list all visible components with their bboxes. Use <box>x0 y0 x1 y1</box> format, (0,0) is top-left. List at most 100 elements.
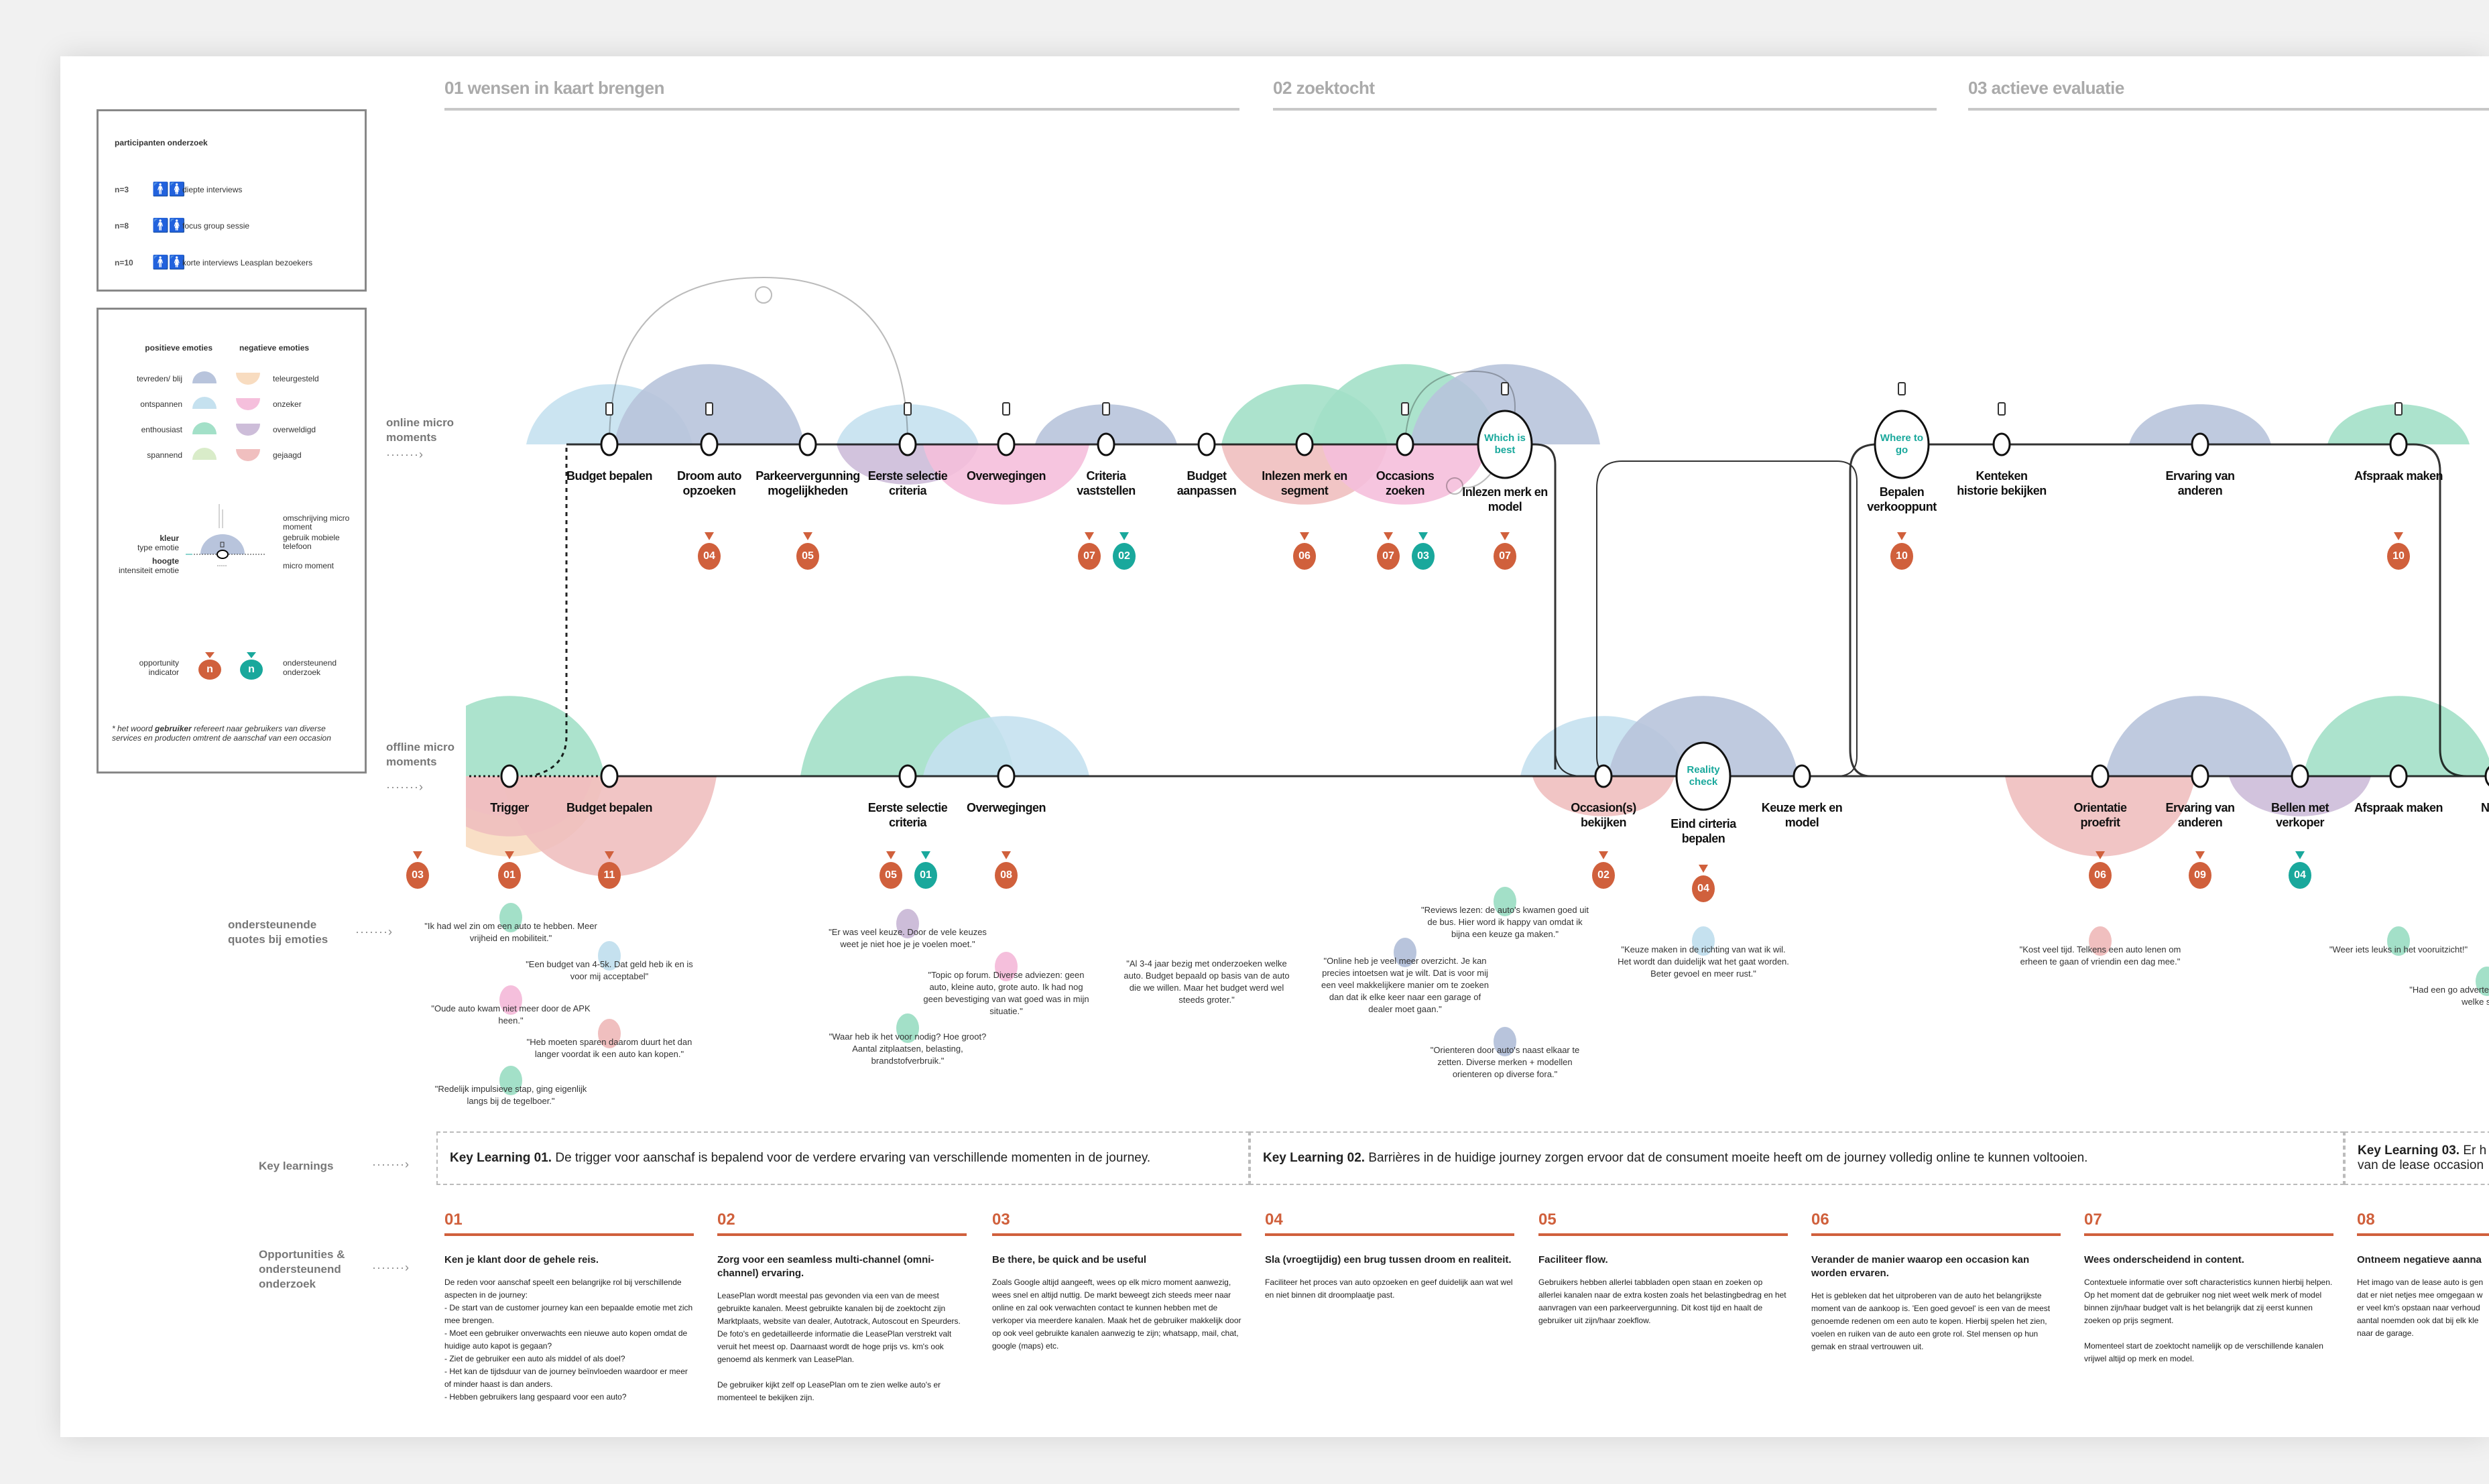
emotion-dot-tevreden <box>1394 938 1416 967</box>
mobile-phone-icon <box>2394 402 2403 416</box>
emotion-label-positive: tevreden/ blij <box>136 374 182 383</box>
opportunity-triangle-icon <box>1699 865 1708 873</box>
research-triangle-icon <box>247 652 256 658</box>
micro-moment-label: Afspraak maken <box>2354 469 2443 483</box>
opportunity-title: Zorg voor een seamless multi-channel (om… <box>717 1254 934 1279</box>
emotion-dot-onzeker <box>995 952 1018 981</box>
opportunity-triangle-icon <box>1300 532 1309 540</box>
mobile-phone-icon <box>1898 382 1906 395</box>
participant-type: diepte interviews <box>182 185 243 194</box>
micro-moment-node[interactable] <box>1097 432 1115 456</box>
micro-moment-node[interactable] <box>2484 765 2489 787</box>
opportunity-triangle-icon <box>803 532 812 540</box>
micro-moment-nodes <box>500 382 2489 811</box>
micro-moment-node[interactable] <box>500 764 519 788</box>
footnote: * het woord gebruiker refereert naar geb… <box>112 724 353 743</box>
participant-type: focus group sessie <box>182 221 250 231</box>
quote: "Heb moeten sparen daarom duurt het dan … <box>526 1037 692 1059</box>
research-indicator-icon: n <box>240 660 263 680</box>
emotion-hump-enthousiast <box>2303 696 2489 776</box>
micro-moment-node[interactable] <box>700 432 719 456</box>
opportunity-number: 06 <box>1811 1211 1829 1229</box>
emotion-swatch-ontspannen <box>192 397 217 409</box>
research-triangle-icon <box>1418 532 1428 540</box>
opportunity-triangle-icon <box>2394 532 2403 540</box>
micro-moment-label: micro moment <box>283 561 335 570</box>
emotion-dot-enthousiast <box>2476 967 2489 996</box>
micro-moment-node[interactable] <box>2191 764 2209 788</box>
micro-moment-node[interactable] <box>600 432 619 456</box>
emotion-hump-tevreden <box>1035 404 1177 444</box>
milestone-node[interactable] <box>1477 410 1533 479</box>
key-learning-title: Key Learning 02. <box>1263 1151 1365 1165</box>
micro-moment-node[interactable] <box>2389 432 2408 456</box>
negative-emotions-title: negatieve emoties <box>239 343 310 353</box>
quote: "Waar heb ik het voor nodig? Hoe groot? … <box>829 1032 987 1066</box>
offline-row-label: offline micro moments <box>386 741 455 768</box>
opportunity-body: Gebruikers hebben allerlei tabbladen ope… <box>1538 1278 1786 1325</box>
participants-title: participanten onderzoek <box>115 138 208 147</box>
opportunity-indicator: 09 <box>2189 862 2211 889</box>
opportunity-body: Het is gebleken dat het uitproberen van … <box>1811 1291 2051 1351</box>
emotion-dot-ontspannen <box>598 941 621 971</box>
emotion-hump-onzeker <box>923 444 1089 505</box>
mobile-label: gebruik mobiele telefoon <box>283 533 340 551</box>
emotion-label-positive: spannend <box>147 450 182 460</box>
quote: "Al 3-4 jaar bezig met onderzoeken welke… <box>1124 959 1290 1005</box>
emotion-swatch-enthousiast <box>192 422 217 434</box>
research-indicator: 02 <box>1113 543 1136 570</box>
micro-moment-node[interactable] <box>2291 764 2309 788</box>
opportunity-triangle-icon <box>705 532 714 540</box>
micro-moment-node[interactable] <box>600 764 619 788</box>
micro-moment-node[interactable] <box>2389 764 2408 788</box>
key-learning-text: De trigger voor aanschaf is bepalend voo… <box>552 1151 1151 1165</box>
opportunity-divider <box>992 1233 1241 1236</box>
quote: "Weer iets leuks in het vooruitzicht!" <box>2329 944 2468 954</box>
micro-moment-label: Droom auto opzoeken <box>677 469 742 497</box>
positive-emotions-title: positieve emoties <box>145 343 213 353</box>
emotion-dot-enthousiast <box>499 903 522 932</box>
opportunity-number: 08 <box>2357 1211 2375 1229</box>
micro-moment-label: Criteria vaststellen <box>1077 469 1136 497</box>
online-row-label: online micro moments <box>386 416 454 444</box>
micro-moment-node[interactable] <box>898 432 917 456</box>
hoogte-sub: intensiteit emotie <box>118 566 179 575</box>
micro-moment-node[interactable] <box>1197 432 1216 456</box>
opportunity-triangle-icon <box>605 851 614 859</box>
opportunity-body: Faciliteer het proces van auto opzoeken … <box>1265 1278 1513 1300</box>
micro-moment-node[interactable] <box>1594 764 1613 788</box>
micro-moment-label: Occasion(s) bekijken <box>1571 801 1636 829</box>
micro-moment-node[interactable] <box>997 432 1016 456</box>
micro-moment-label: Inlezen merk en model <box>1462 485 1548 513</box>
micro-moment-node[interactable] <box>2091 764 2110 788</box>
opportunity-number: 05 <box>1538 1211 1557 1229</box>
research-indicator: 01 <box>914 862 937 889</box>
micro-moment-node[interactable] <box>1396 432 1414 456</box>
micro-moment-node[interactable] <box>898 764 917 788</box>
emotion-hump-enthousiast <box>2327 404 2470 444</box>
micro-moment-node[interactable] <box>1793 764 1811 788</box>
emotion-hump-gejaagd <box>2005 776 2195 857</box>
opportunity-indicator: 07 <box>1078 543 1101 570</box>
participant-count: n=10 <box>115 258 133 267</box>
milestone-node[interactable] <box>1874 410 1930 479</box>
micro-moment-node[interactable] <box>1295 432 1314 456</box>
micro-moment-node[interactable] <box>2191 432 2209 456</box>
micro-moment-label: Keuze merk en model <box>1761 801 1843 829</box>
micro-moment-label: Bellen met verkoper <box>2270 801 2329 829</box>
man-woman-icon: 🚹🚺 <box>152 219 186 233</box>
emotion-humps <box>466 364 2489 877</box>
milestone-node[interactable] <box>1675 741 1732 811</box>
emotion-hump-tevreden <box>1410 364 1600 444</box>
micro-moment-node[interactable] <box>1992 432 2011 456</box>
milestone-badge: Reality check <box>1687 764 1720 788</box>
opportunity-triangle-icon <box>2096 851 2105 859</box>
micro-moment-node[interactable] <box>997 764 1016 788</box>
opportunity-indicator: 07 <box>1377 543 1400 570</box>
micro-moment-label: Budget bepalen <box>566 469 653 483</box>
quote: "Redelijk impulsieve stap, ging eigenlij… <box>434 1084 587 1106</box>
micro-moment-node[interactable] <box>798 432 817 456</box>
